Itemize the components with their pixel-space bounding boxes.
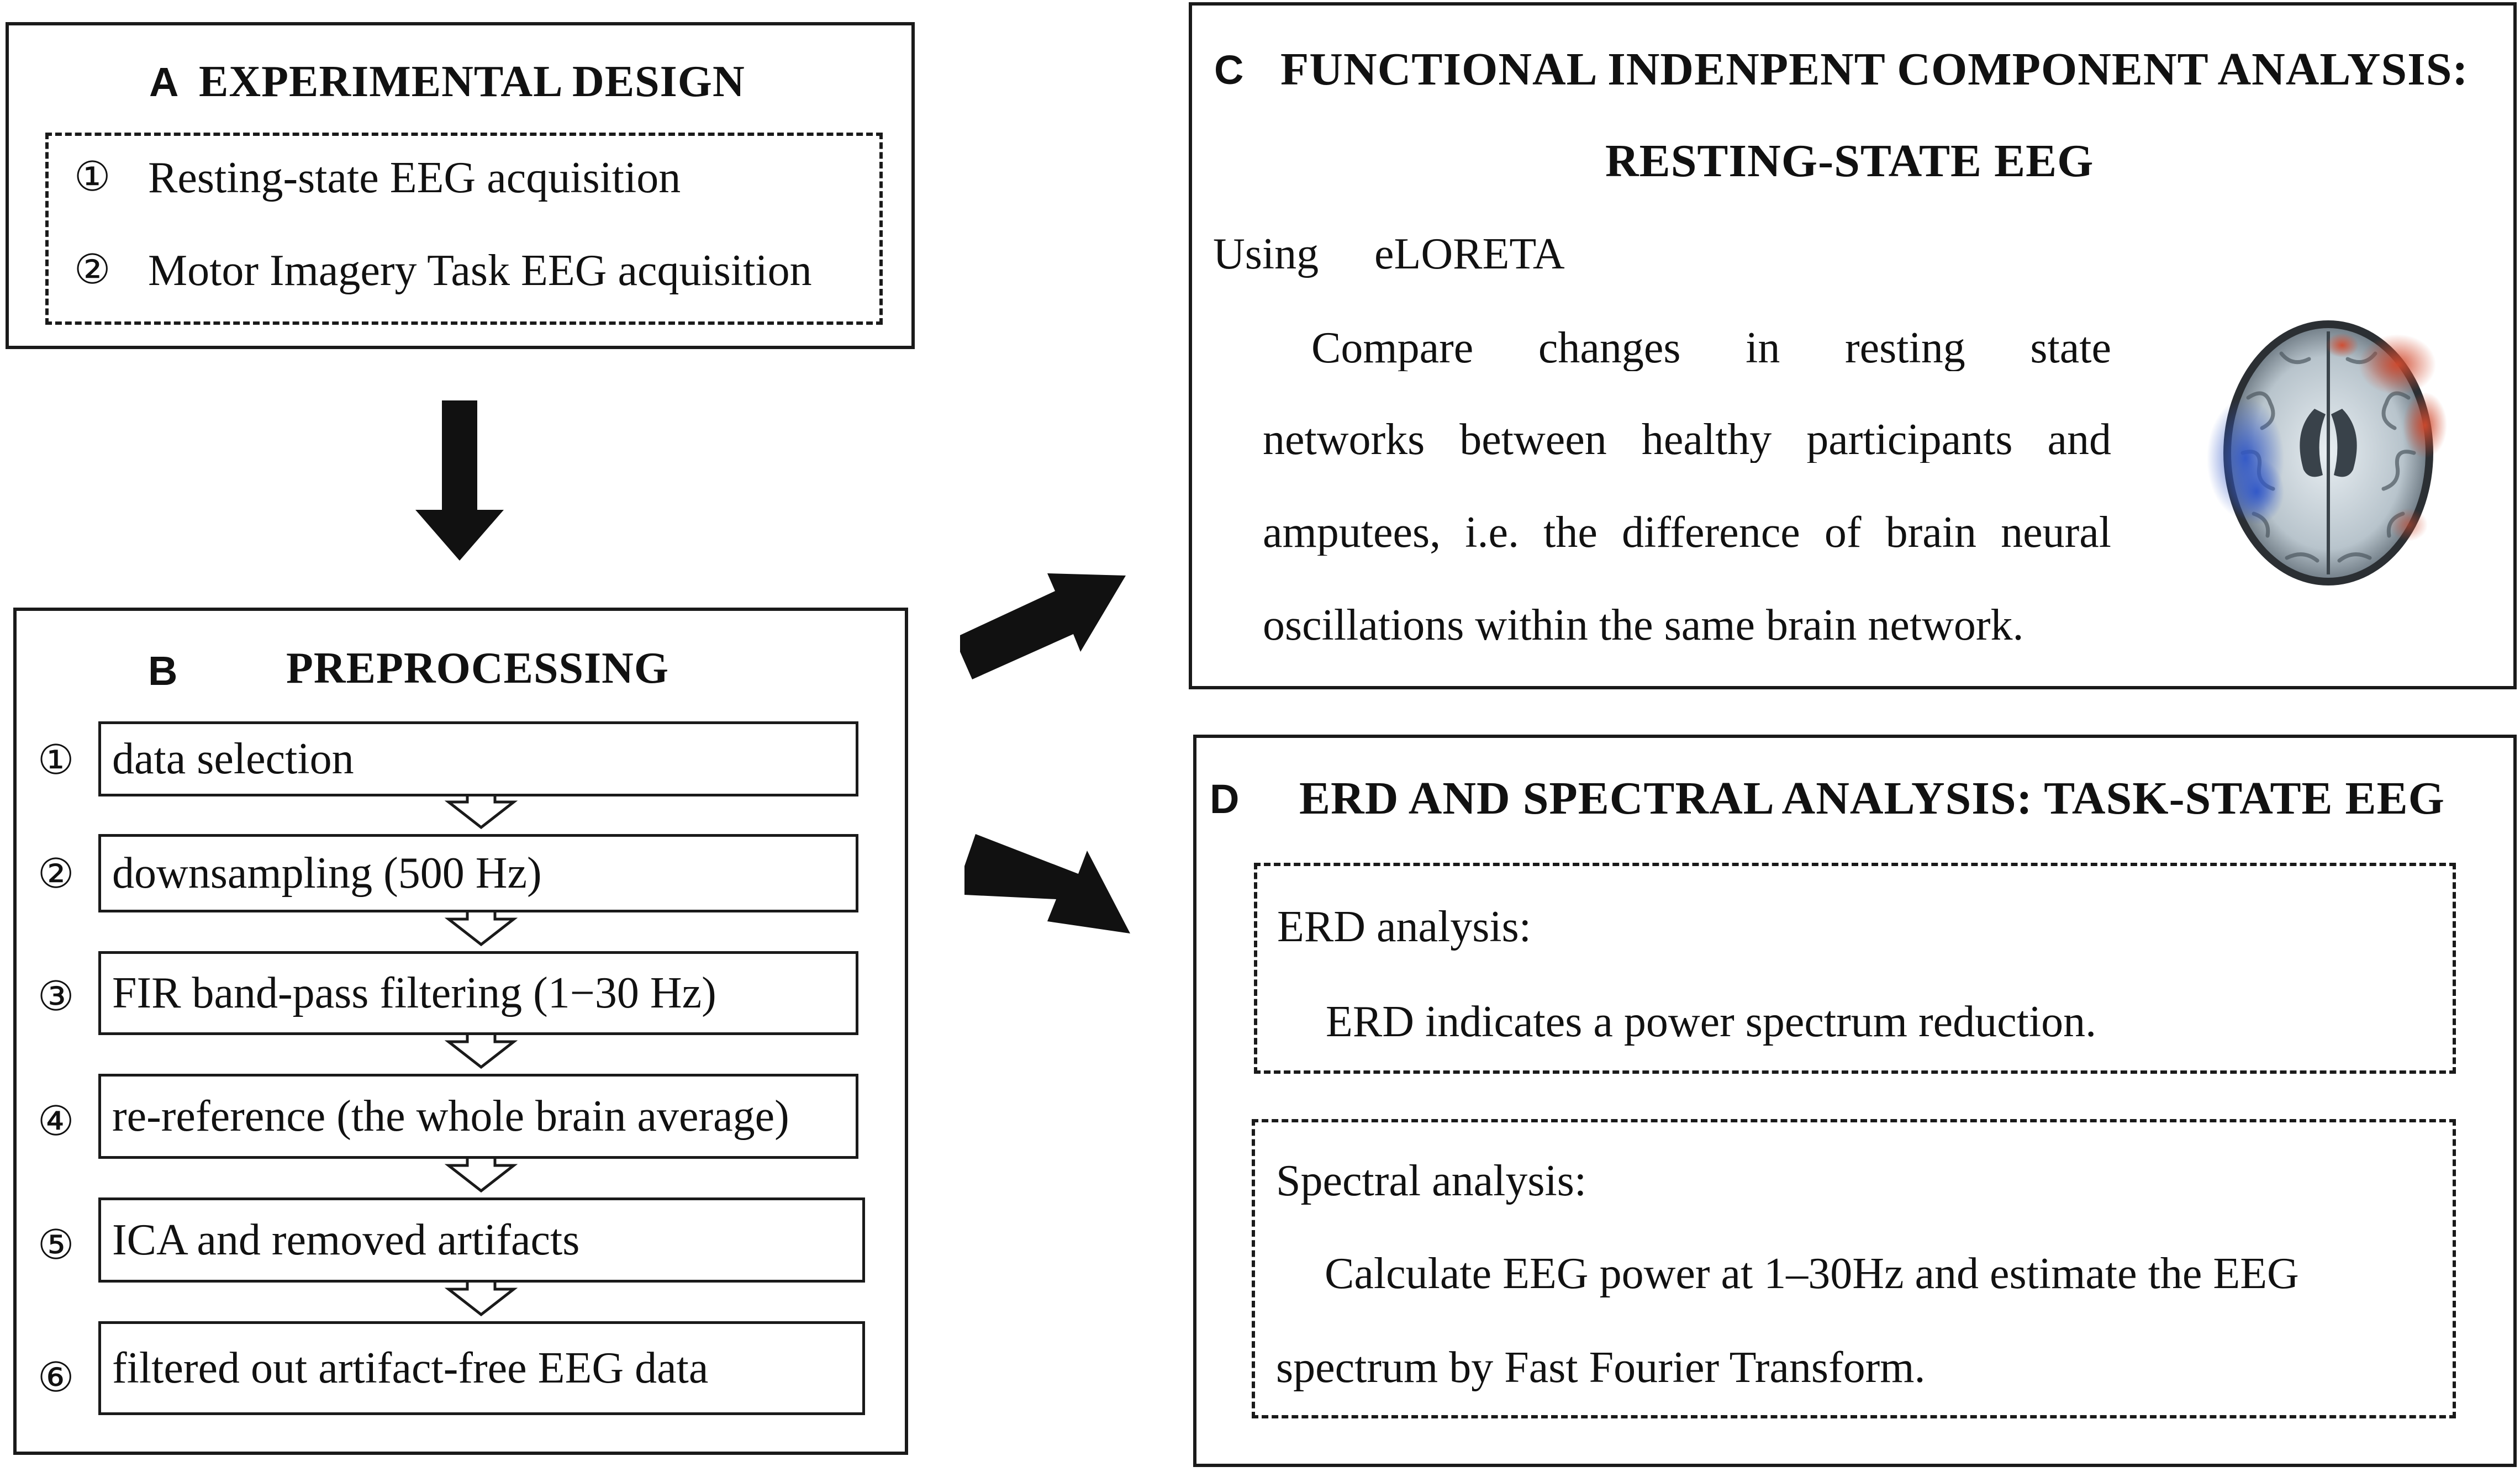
step-5-ica: ICA and removed artifacts [98, 1197, 865, 1283]
panel-a-item-2-text: Motor Imagery Task EEG acquisition [148, 246, 812, 295]
spectral-analysis-line1: Calculate EEG power at 1–30Hz and estima… [1325, 1249, 2299, 1298]
step-4-number: ④ [38, 1099, 75, 1144]
panel-b-letter: B [148, 648, 178, 694]
panel-c-title-line1: FUNCTIONAL INDENPENT COMPONENT ANALYSIS: [1280, 44, 2469, 95]
erd-analysis-text: ERD indicates a power spectrum reduction… [1326, 998, 2097, 1046]
panel-d-erd-spectral [1193, 735, 2517, 1467]
step-2-downsampling: downsampling (500 Hz) [98, 834, 858, 912]
brain-slice-image [2207, 320, 2447, 585]
panel-a-title: EXPERIMENTAL DESIGN [199, 57, 745, 106]
panel-c-desc-line2: networks between healthy participants an… [1263, 418, 2111, 463]
panel-c-desc-line4: oscillations within the same brain netwo… [1263, 601, 2024, 650]
panel-a-item-1-text: Resting-state EEG acquisition [148, 154, 681, 202]
panel-c-desc-line3: amputees, i.e. the difference of brain n… [1263, 510, 2111, 556]
spectral-analysis-heading: Spectral analysis: [1276, 1157, 1587, 1205]
arrow-right-down-icon [964, 834, 1130, 933]
step-5-number: ⑤ [38, 1223, 75, 1268]
erd-analysis-box [1254, 863, 2456, 1074]
arrow-right-up-icon [960, 573, 1126, 679]
panel-a-letter: A [149, 59, 179, 105]
step-4-re-reference: re-reference (the whole brain average) [98, 1074, 858, 1159]
panel-a-dashed-box [45, 133, 883, 325]
step-3-fir-filtering: FIR band-pass filtering (1−30 Hz) [98, 951, 858, 1035]
arrow-down-icon [415, 400, 504, 561]
panel-d-title: ERD AND SPECTRAL ANALYSIS: TASK-STATE EE… [1299, 773, 2445, 824]
panel-c-letter: C [1214, 47, 1244, 93]
step-3-number: ③ [38, 974, 75, 1020]
panel-c-desc-line1: Compare changes in resting state [1311, 326, 2111, 371]
panel-a-item-2-number: ② [74, 247, 111, 293]
step-6-filtered-out: filtered out artifact-free EEG data [98, 1321, 865, 1415]
panel-c-title-line2: RESTING-STATE EEG [1605, 135, 2094, 187]
step-1-number: ① [38, 738, 75, 783]
panel-a-experimental-design [6, 22, 915, 349]
step-2-number: ② [38, 852, 75, 897]
erd-analysis-heading: ERD analysis: [1277, 903, 1531, 951]
panel-b-title: PREPROCESSING [286, 644, 669, 693]
step-6-number: ⑥ [38, 1355, 75, 1401]
panel-c-using-label: Using [1213, 230, 1319, 278]
spectral-analysis-line2: spectrum by Fast Fourier Transform. [1276, 1343, 1926, 1392]
panel-c-method: eLORETA [1374, 230, 1565, 278]
panel-d-letter: D [1210, 776, 1240, 822]
panel-a-item-1-number: ① [74, 155, 111, 200]
spectral-analysis-box [1252, 1119, 2456, 1418]
step-1-data-selection: data selection [98, 721, 858, 796]
